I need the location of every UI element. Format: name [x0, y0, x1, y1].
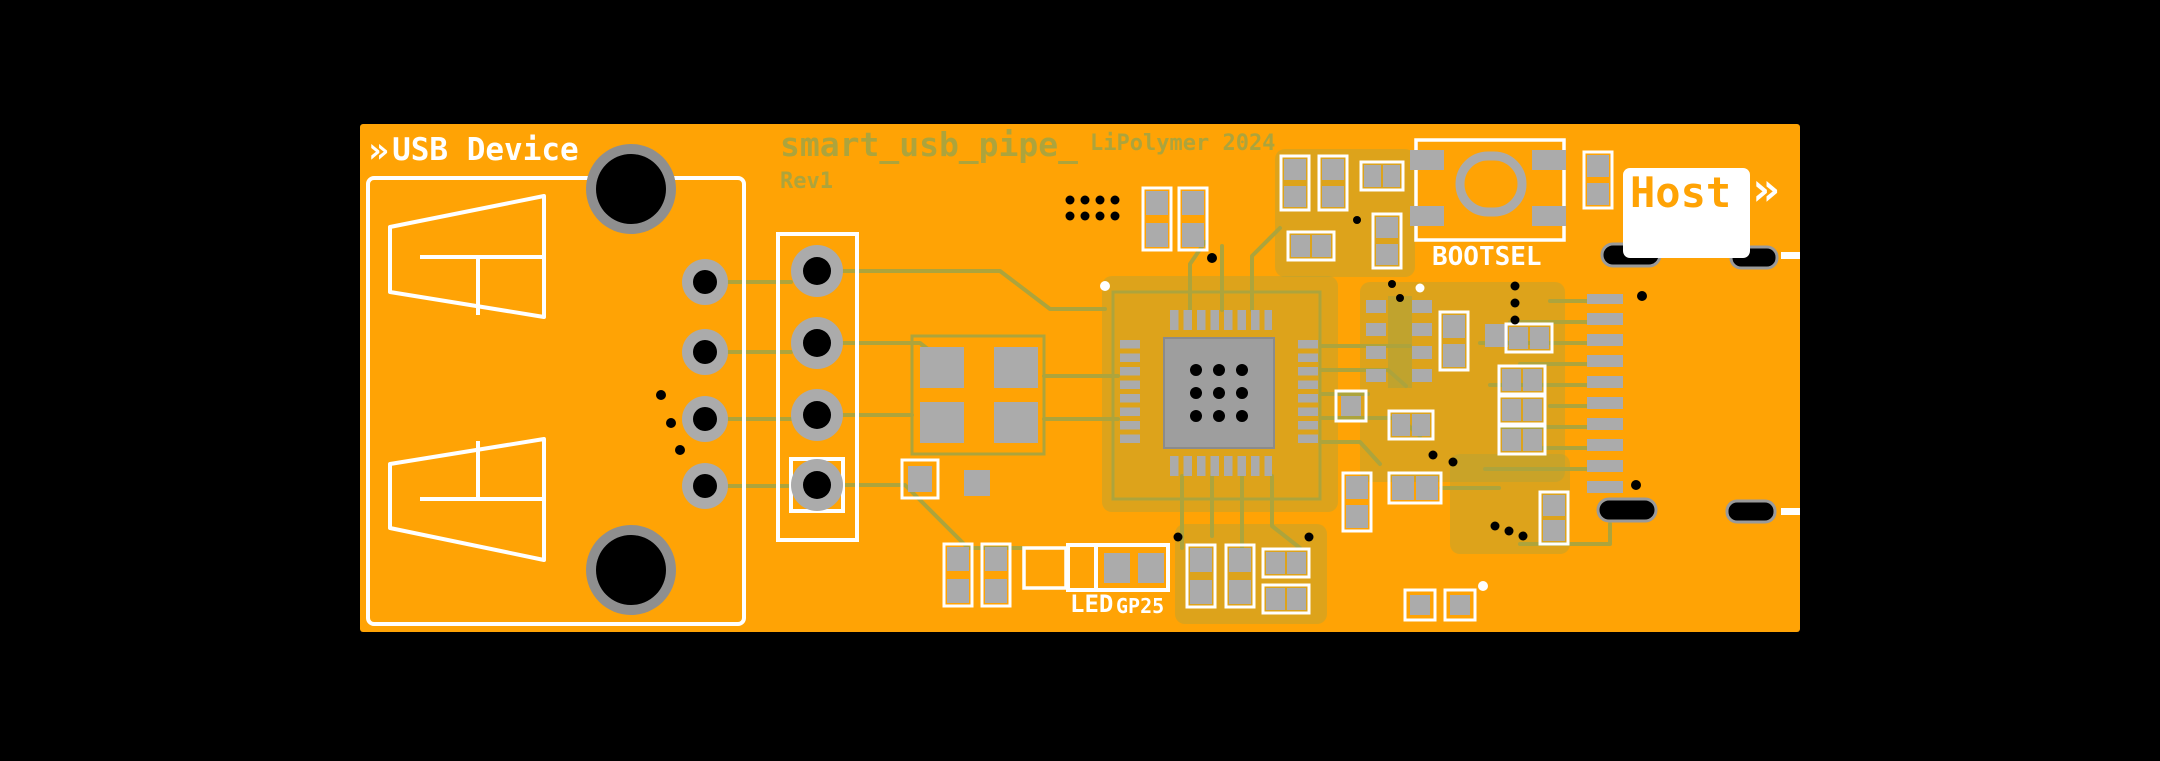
passive-component [1359, 160, 1405, 192]
bootsel-button-icon [1455, 151, 1527, 217]
bootsel-label: BOOTSEL [1432, 242, 1542, 272]
passive-component [1497, 394, 1547, 426]
passive-component [1185, 543, 1217, 609]
passive-component [1341, 471, 1373, 533]
host-label-block: Host [1623, 168, 1750, 258]
through-hole-pads [682, 259, 728, 509]
pin-header [776, 232, 859, 542]
passive-component [1261, 583, 1311, 615]
passive-component [1261, 547, 1311, 579]
crystal-footprint [910, 334, 1046, 456]
pin1-marker [1100, 281, 1110, 291]
thermal-vias [1190, 364, 1248, 422]
passive-component [1279, 154, 1311, 212]
passive-component [1403, 588, 1437, 622]
host-connector [1587, 242, 1800, 524]
passive-component [1334, 389, 1368, 423]
passive-component [900, 458, 940, 500]
usb-connector-silkscreen [366, 176, 746, 626]
passive-component [1497, 424, 1547, 456]
board-title: smart_usb_pipe_ [780, 125, 1079, 164]
passive-component [1443, 588, 1477, 622]
board-revision: Rev1 [780, 169, 833, 194]
pcb-artwork [366, 138, 1800, 626]
passive-component [980, 542, 1012, 608]
pcb-board: »USB Device smart_usb_pipe_ LiPolymer 20… [360, 124, 1800, 632]
usb-device-arrow-icon: » [368, 131, 390, 171]
host-text: Host [1630, 168, 1732, 217]
passive-component [1317, 154, 1349, 212]
passive-component [1387, 409, 1435, 441]
passive-component [1504, 322, 1554, 354]
ic-footprint [1366, 283, 1432, 388]
board-maker: LiPolymer 2024 [1090, 131, 1276, 156]
passive-component [964, 470, 990, 496]
passive-component [1371, 212, 1403, 270]
led-footprint [1022, 543, 1170, 592]
mounting-hole-bottom [586, 525, 676, 615]
led-gpio-label: GP25 [1116, 594, 1165, 618]
passive-components [900, 150, 1614, 622]
host-arrow-icon: » [1752, 162, 1780, 216]
passive-component [1438, 310, 1470, 372]
vias [656, 195, 1647, 542]
usb-device-label: »USB Device [368, 134, 579, 169]
passive-component [942, 542, 974, 608]
passive-component [1141, 186, 1173, 252]
passive-component [1497, 364, 1547, 396]
mcu-chip [1100, 281, 1322, 501]
passive-component [1538, 490, 1570, 546]
passive-component [1224, 543, 1256, 609]
passive-component [1582, 150, 1614, 210]
silkscreen-dot [1478, 581, 1488, 591]
passive-component [1485, 324, 1508, 347]
led-label: LED [1070, 590, 1114, 618]
passive-component [1286, 230, 1336, 262]
usb-device-text: USB Device [392, 132, 579, 168]
bootsel-button-footprint [1410, 138, 1566, 242]
passive-component [1177, 186, 1209, 252]
passive-component [1387, 471, 1443, 505]
mounting-hole-top [586, 144, 676, 234]
